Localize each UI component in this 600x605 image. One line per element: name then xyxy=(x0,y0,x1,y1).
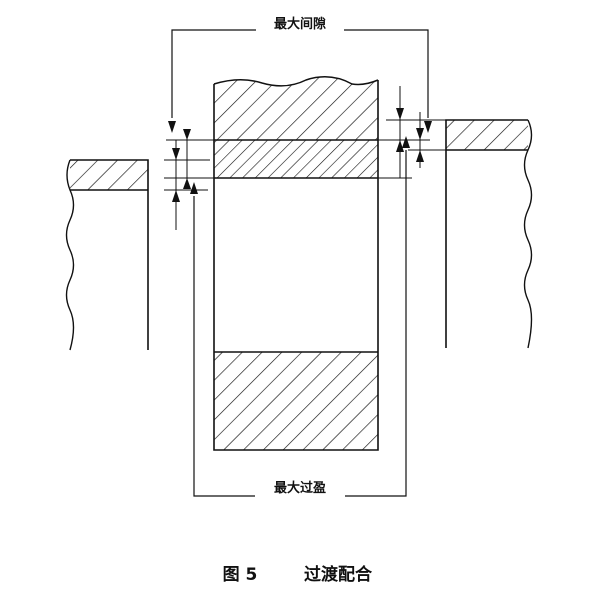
left-tolerance-dimension xyxy=(164,129,214,230)
figure-caption: 图 5 过渡配合 xyxy=(223,564,373,585)
right-dim-arrow-b xyxy=(396,140,404,152)
shaft-top-hatch xyxy=(214,76,378,140)
max-interference-label-bg xyxy=(255,478,345,498)
right-break-line xyxy=(523,119,533,349)
right-extension-lines xyxy=(378,119,446,179)
dimension-max-clearance: 最大间隙 xyxy=(168,12,432,133)
left-hole-part xyxy=(65,159,149,351)
max-clearance-arrow-right xyxy=(424,121,432,133)
right-hole-outline xyxy=(445,119,528,348)
left-break-line xyxy=(65,159,75,351)
dimension-max-interference: 最大过盈 xyxy=(190,136,410,498)
left-dim-arrow-a xyxy=(172,148,180,160)
left-dim-arrow-c xyxy=(183,129,191,140)
shaft-top-break xyxy=(213,76,379,87)
caption-title: 过渡配合 xyxy=(304,564,373,585)
max-interference-label: 最大过盈 xyxy=(274,480,326,496)
max-interference-arrow-left xyxy=(190,182,198,194)
right-dim-arrow-a xyxy=(396,108,404,120)
shaft-outline xyxy=(213,80,379,451)
shaft-bottom-hatch xyxy=(214,352,378,450)
left-dim-arrow-d xyxy=(183,178,191,189)
max-interference-arrow-right xyxy=(402,136,410,148)
left-extension-lines xyxy=(164,139,214,191)
shaft xyxy=(213,76,379,451)
left-hole-outline xyxy=(70,159,149,350)
max-clearance-label: 最大间隙 xyxy=(274,16,326,32)
right-hole-hatch xyxy=(446,120,528,150)
right-dim-arrow-d xyxy=(416,150,424,162)
left-dim-arrow-b xyxy=(172,190,180,202)
right-tolerance-dimension xyxy=(378,86,446,179)
left-hole-hatch xyxy=(70,160,148,190)
right-hole-part xyxy=(445,119,533,349)
max-clearance-arrow-left xyxy=(168,121,176,133)
right-dim-arrow-c xyxy=(416,128,424,140)
shaft-tolerance-zone xyxy=(214,140,378,178)
caption-number: 图 5 xyxy=(223,565,258,585)
max-clearance-label-bg xyxy=(256,12,344,34)
